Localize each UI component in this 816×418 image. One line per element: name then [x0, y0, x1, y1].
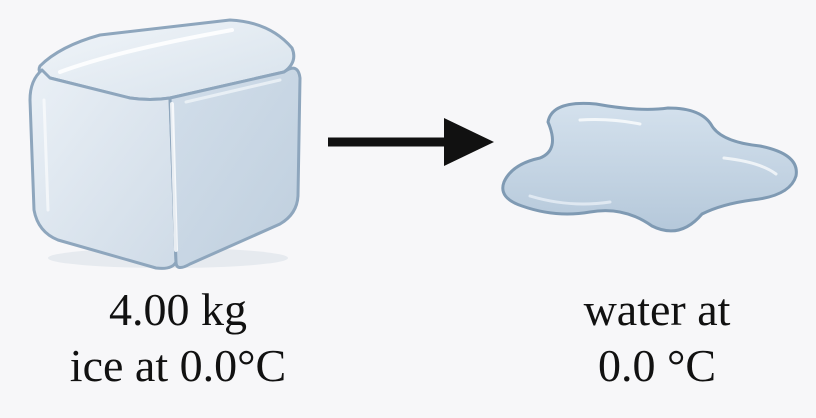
water-label: water at — [583, 284, 731, 335]
ice-caption: 4.00 kg ice at 0.0°C — [28, 282, 328, 394]
water-temperature-label: 0.0 °C — [597, 340, 717, 391]
ice-mass-label: 4.00 kg — [109, 284, 247, 335]
ice-cube-icon — [28, 18, 302, 270]
water-puddle-icon — [501, 101, 798, 233]
right-arrow-icon — [328, 118, 494, 166]
ice-temperature-label: ice at 0.0°C — [69, 340, 287, 391]
water-caption: water at 0.0 °C — [524, 282, 790, 394]
